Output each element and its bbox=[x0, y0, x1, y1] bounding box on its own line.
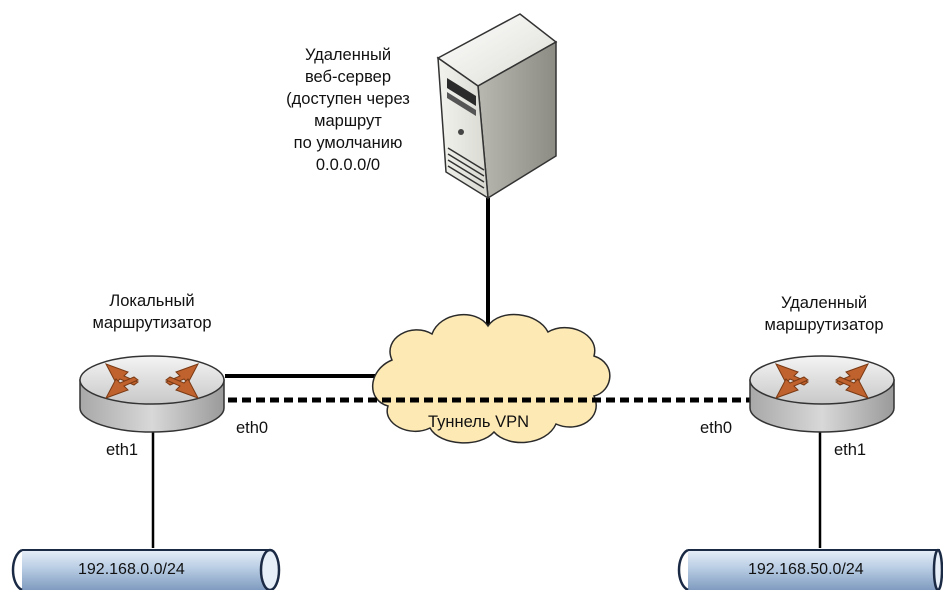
remote-router-label-line: Удаленный bbox=[780, 294, 868, 312]
remote-eth0-label: eth0 bbox=[700, 419, 733, 437]
server-icon bbox=[436, 13, 558, 200]
server-label-line: веб-сервер bbox=[304, 68, 392, 86]
local-eth1-label: eth1 bbox=[106, 441, 139, 459]
server-label-line: Удаленный bbox=[304, 46, 392, 64]
server-label-line: по умолчанию bbox=[293, 134, 403, 152]
vpn-cloud bbox=[371, 313, 611, 444]
local-router-icon bbox=[79, 355, 225, 433]
server-label-line: (доступен через bbox=[286, 90, 410, 108]
local-network-pipe bbox=[11, 548, 281, 590]
server-label: Удаленный веб-сервер (доступен через мар… bbox=[258, 44, 438, 176]
server-label-line: 0.0.0.0/0 bbox=[315, 156, 381, 174]
local-router-label-line: маршрутизатор bbox=[92, 314, 212, 332]
remote-network-pipe bbox=[677, 548, 943, 590]
server-label-line: маршрут bbox=[314, 112, 382, 130]
local-eth0-label: eth0 bbox=[236, 419, 269, 437]
remote-router-icon bbox=[749, 355, 895, 433]
vpn-tunnel-label: Туннель VPN bbox=[428, 413, 529, 431]
remote-eth1-label: eth1 bbox=[834, 441, 867, 459]
remote-router-label: Удаленный маршрутизатор bbox=[744, 292, 904, 336]
remote-network-label: 192.168.50.0/24 bbox=[748, 561, 864, 578]
local-router-label-line: Локальный bbox=[109, 292, 195, 310]
remote-router-label-line: маршрутизатор bbox=[764, 316, 884, 334]
local-router-label: Локальный маршрутизатор bbox=[72, 290, 232, 334]
local-network-label: 192.168.0.0/24 bbox=[78, 561, 185, 578]
